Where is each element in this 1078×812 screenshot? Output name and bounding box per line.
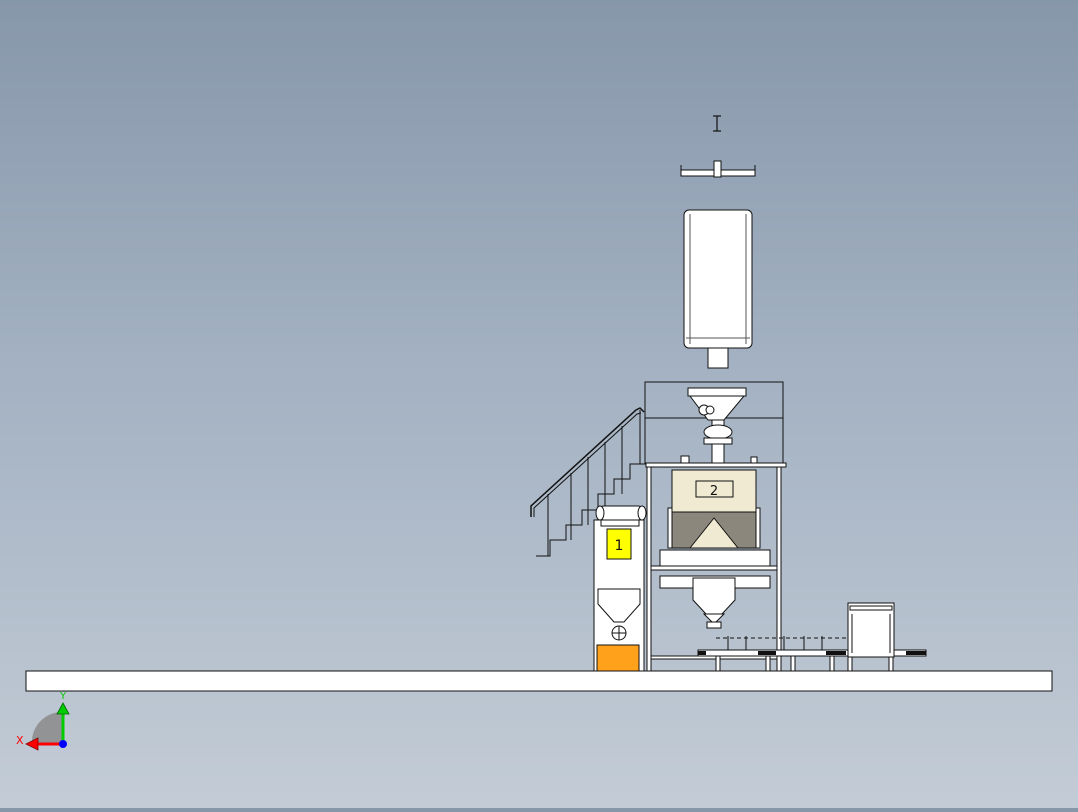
lifting-spreader	[680, 160, 756, 178]
bulk-bag	[683, 209, 753, 369]
triad-base-shadow	[32, 711, 62, 745]
station-frame	[646, 466, 782, 672]
station-1-orange-base	[596, 644, 640, 672]
floor-slab	[25, 670, 1053, 692]
top-platform	[645, 462, 787, 468]
lower-cone-hopper	[659, 549, 771, 629]
station-1-label-box	[606, 528, 632, 560]
roller-conveyor	[697, 649, 927, 672]
platform-fittings	[680, 455, 758, 464]
axis-triad[interactable]: X Y	[16, 691, 70, 751]
discharge-funnel	[687, 387, 747, 465]
station-1-hopper	[597, 588, 641, 641]
staircase	[530, 407, 646, 557]
station-2-label-box	[695, 480, 734, 498]
y-axis-arrowhead	[56, 702, 70, 715]
x-axis-arrowhead	[25, 737, 39, 751]
station-1-label: 1	[615, 538, 624, 554]
lifting-eye	[713, 115, 721, 132]
conveyor-uprights	[727, 636, 823, 650]
conveyor-dark-bands	[698, 651, 926, 655]
x-axis-label: X	[16, 734, 24, 747]
station-2-label: 2	[710, 484, 718, 499]
station-2-hopper	[667, 507, 761, 549]
z-axis-dot	[59, 740, 67, 748]
y-axis-label: Y	[59, 691, 67, 702]
pallet-box	[847, 602, 895, 658]
